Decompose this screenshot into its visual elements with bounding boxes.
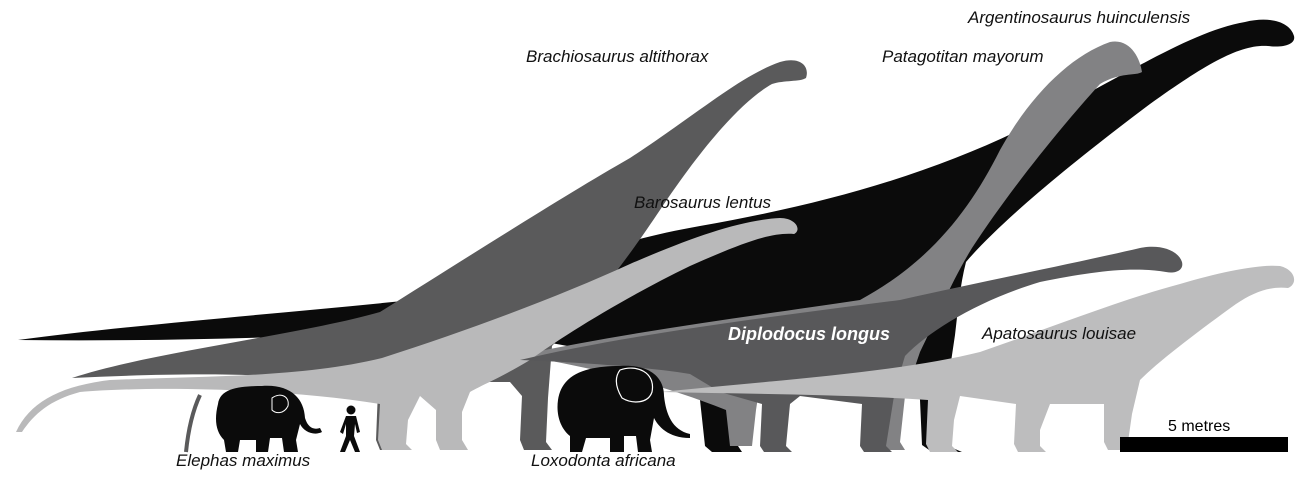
label-patagotitan: Patagotitan mayorum [882,48,1044,65]
label-brachiosaurus: Brachiosaurus altithorax [526,48,708,65]
scale-bar-label: 5 metres [1168,419,1230,435]
elephas-maximus-silhouette [216,386,322,452]
label-apatosaurus: Apatosaurus louisae [982,325,1136,342]
human-silhouette [340,406,360,453]
label-loxodonta: Loxodonta africana [531,452,676,469]
scale-bar [1120,437,1288,452]
label-elephas: Elephas maximus [176,452,310,469]
label-argentinosaurus: Argentinosaurus huinculensis [968,9,1190,26]
label-barosaurus: Barosaurus lentus [634,194,771,211]
label-diplodocus: Diplodocus longus [728,325,890,343]
